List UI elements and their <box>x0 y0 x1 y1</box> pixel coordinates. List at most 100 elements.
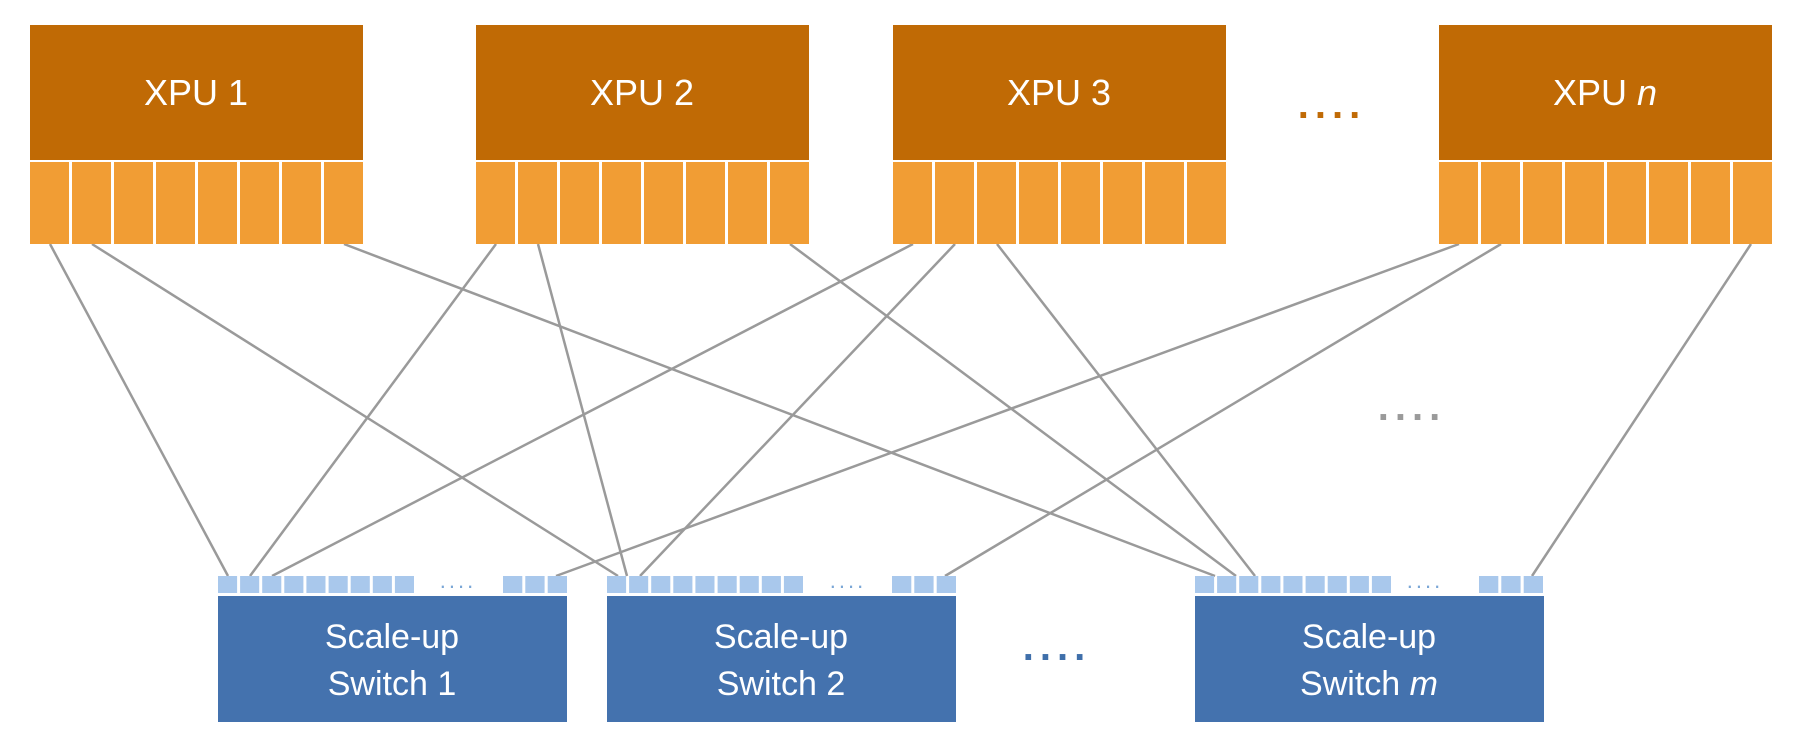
port-cell <box>644 162 683 244</box>
port-cell <box>198 162 237 244</box>
switch-block-1: .... Scale-up Switch 1 <box>218 568 567 722</box>
xpu-body <box>476 25 809 160</box>
xpu-port-row <box>476 162 809 244</box>
port-cell <box>114 162 153 244</box>
port-cell <box>1523 162 1562 244</box>
port-cell <box>728 162 767 244</box>
link-line <box>944 242 1502 578</box>
port-cell <box>1691 162 1730 244</box>
xpu-port-row <box>1439 162 1772 244</box>
port-cell <box>1261 576 1281 593</box>
xpu-block-n: XPU n <box>1439 25 1772 244</box>
xpu-label: XPU 2 <box>590 72 694 113</box>
port-cell <box>503 576 523 593</box>
switch-row-ellipsis: .... <box>1023 625 1091 669</box>
port-cell <box>893 162 932 244</box>
switch-body <box>218 596 567 722</box>
port-cell <box>1103 162 1142 244</box>
port-cell <box>1327 576 1347 593</box>
switch-port-row-left <box>218 576 414 593</box>
xpu-label: XPU 1 <box>144 72 248 113</box>
switch-port-ellipsis: .... <box>1407 568 1443 593</box>
port-cell <box>1019 162 1058 244</box>
xpu-label: XPU n <box>1553 72 1657 113</box>
switch-body <box>1195 596 1544 722</box>
xpu-block-3: XPU 3 <box>893 25 1226 244</box>
switch-port-row-right <box>1479 576 1543 593</box>
port-cell <box>1371 576 1391 593</box>
switch-label-line2: Switch 1 <box>328 665 457 703</box>
port-cell <box>686 162 725 244</box>
xpu-body <box>1439 25 1772 160</box>
port-cell <box>72 162 111 244</box>
link-line <box>1530 243 1753 577</box>
xpu-body <box>893 25 1226 160</box>
links-ellipsis: .... <box>1378 385 1446 429</box>
port-cell <box>282 162 321 244</box>
port-cell <box>476 162 515 244</box>
port-cell <box>1479 576 1499 593</box>
port-cell <box>602 162 641 244</box>
port-cell <box>695 576 715 593</box>
port-cell <box>262 576 282 593</box>
switch-label-line2: Switch 2 <box>717 665 846 703</box>
port-cell <box>1145 162 1184 244</box>
port-cell <box>1187 162 1226 244</box>
port-cell <box>1195 576 1215 593</box>
link-line <box>789 242 1237 578</box>
port-cell <box>1061 162 1100 244</box>
port-cell <box>935 162 974 244</box>
port-cell <box>306 576 326 593</box>
switch-port-ellipsis: .... <box>440 568 476 593</box>
port-cell <box>240 162 279 244</box>
port-cell <box>1283 576 1303 593</box>
link-line <box>271 242 914 578</box>
port-cell <box>1217 576 1237 593</box>
port-cell <box>1523 576 1543 593</box>
port-cell <box>607 576 627 593</box>
port-cell <box>560 162 599 244</box>
port-cell <box>518 162 557 244</box>
link-line <box>639 243 956 577</box>
port-cell <box>673 576 693 593</box>
xpu-block-1: XPU 1 <box>30 25 363 244</box>
link-line <box>48 243 230 577</box>
xpu-block-2: XPU 2 <box>476 25 809 244</box>
switch-block-2: .... Scale-up Switch 2 <box>607 568 956 722</box>
link-line <box>91 242 619 578</box>
xpu-port-row <box>893 162 1226 244</box>
switch-block-m: .... Scale-up Switch m <box>1195 568 1544 722</box>
port-cell <box>651 576 671 593</box>
port-cell <box>783 576 803 593</box>
port-cell <box>350 576 370 593</box>
port-cell <box>892 576 912 593</box>
link-line <box>555 242 1460 578</box>
xpu-row-ellipsis: .... <box>1298 83 1366 127</box>
port-cell <box>328 576 348 593</box>
port-cell <box>1607 162 1646 244</box>
port-cell <box>1481 162 1520 244</box>
port-cell <box>284 576 304 593</box>
port-cell <box>770 162 809 244</box>
switch-label-line2: Switch m <box>1300 665 1438 703</box>
port-cell <box>1565 162 1604 244</box>
port-cell <box>761 576 781 593</box>
port-cell <box>717 576 737 593</box>
port-cell <box>977 162 1016 244</box>
port-cell <box>1439 162 1478 244</box>
xpu-label: XPU 3 <box>1007 72 1111 113</box>
link-lines <box>48 242 1753 578</box>
link-line <box>343 242 1216 578</box>
port-cell <box>1501 576 1521 593</box>
link-line <box>996 243 1256 577</box>
link-line <box>536 243 629 577</box>
port-cell <box>1349 576 1369 593</box>
port-cell <box>936 576 956 593</box>
xpu-port-row <box>30 162 363 244</box>
switch-label-line1: Scale-up <box>325 618 459 656</box>
switch-label-line1: Scale-up <box>1302 618 1436 656</box>
port-cell <box>1305 576 1325 593</box>
link-line <box>248 243 498 577</box>
port-cell <box>1649 162 1688 244</box>
